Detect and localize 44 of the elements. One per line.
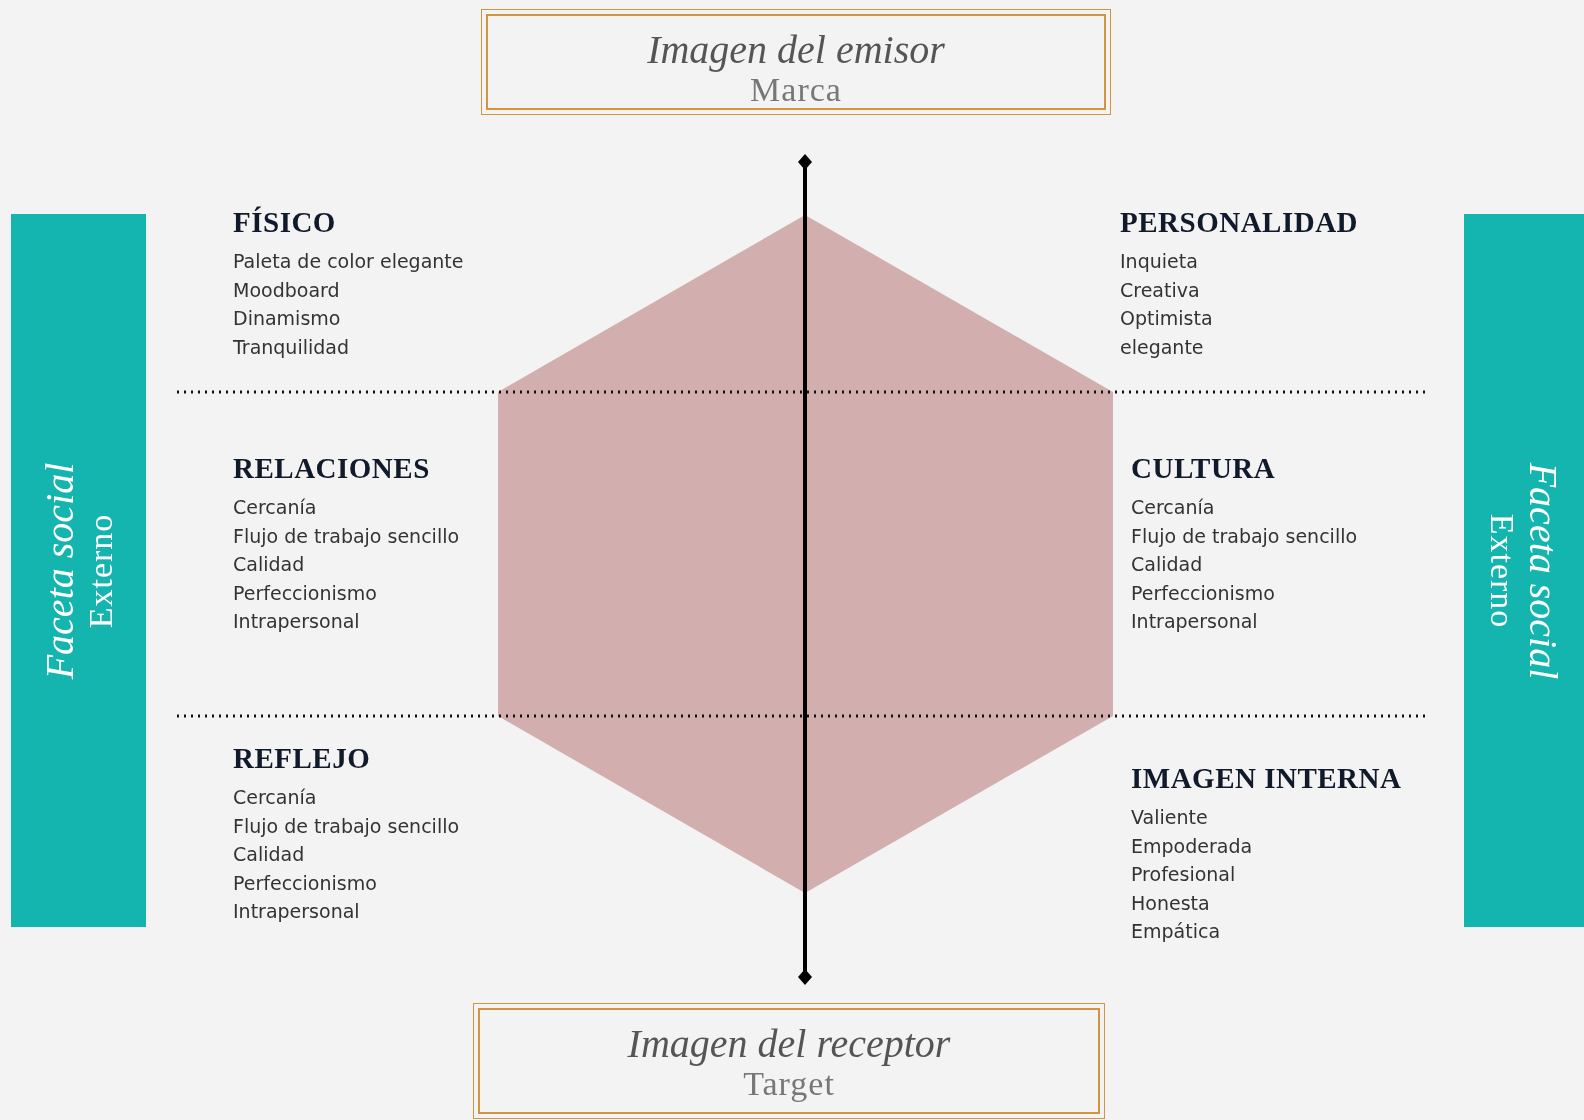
list-item: Inquieta bbox=[1120, 250, 1198, 272]
frame-subtitle: Target bbox=[743, 1066, 835, 1102]
list-item: Profesional bbox=[1131, 863, 1236, 885]
list-item: Calidad bbox=[1131, 553, 1203, 575]
list-item: Calidad bbox=[233, 843, 305, 865]
list-item: Cercanía bbox=[233, 496, 317, 518]
list-item: Calidad bbox=[233, 553, 305, 575]
section-heading: FÍSICO bbox=[233, 206, 336, 239]
list-item: Perfeccionismo bbox=[1131, 581, 1275, 604]
list-item: Cercanía bbox=[233, 786, 317, 808]
list-item: Honesta bbox=[1131, 891, 1210, 914]
list-item: Flujo de trabajo sencillo bbox=[233, 814, 460, 837]
band-subtitle: Externo bbox=[1483, 513, 1521, 628]
list-item: Tranquilidad bbox=[233, 335, 349, 358]
side-band bbox=[1464, 214, 1584, 927]
list-item: Paleta de color elegante bbox=[233, 250, 464, 272]
list-item: Moodboard bbox=[233, 278, 340, 301]
section-heading: PERSONALIDAD bbox=[1120, 206, 1359, 239]
list-item: Empática bbox=[1131, 920, 1221, 942]
list-item: Flujo de trabajo sencillo bbox=[1131, 524, 1358, 547]
list-item: Cercanía bbox=[1131, 496, 1215, 518]
side-band bbox=[11, 214, 146, 927]
list-item: Valiente bbox=[1131, 806, 1208, 828]
frame-title: Imagen del receptor bbox=[626, 1022, 952, 1066]
section-heading: REFLEJO bbox=[233, 742, 371, 775]
section-heading: CULTURA bbox=[1131, 452, 1276, 485]
list-item: Perfeccionismo bbox=[233, 581, 377, 604]
list-item: Perfeccionismo bbox=[233, 871, 377, 894]
list-item: Optimista bbox=[1120, 307, 1213, 329]
section-heading: RELACIONES bbox=[233, 452, 430, 485]
band-title: Faceta social bbox=[1521, 462, 1565, 679]
list-item: elegante bbox=[1120, 335, 1204, 358]
band-subtitle: Externo bbox=[81, 513, 120, 628]
list-item: Intrapersonal bbox=[1131, 610, 1258, 632]
list-item: Dinamismo bbox=[233, 307, 341, 329]
band-title: Faceta social bbox=[37, 462, 82, 679]
list-item: Empoderada bbox=[1131, 834, 1253, 857]
list-item: Flujo de trabajo sencillo bbox=[233, 524, 460, 547]
list-item: Intrapersonal bbox=[233, 610, 360, 632]
frame-subtitle: Marca bbox=[750, 72, 843, 108]
list-item: Creativa bbox=[1120, 278, 1200, 301]
section-heading: IMAGEN INTERNA bbox=[1131, 762, 1402, 795]
list-item: Intrapersonal bbox=[233, 900, 360, 922]
frame-title: Imagen del emisor bbox=[646, 28, 946, 72]
